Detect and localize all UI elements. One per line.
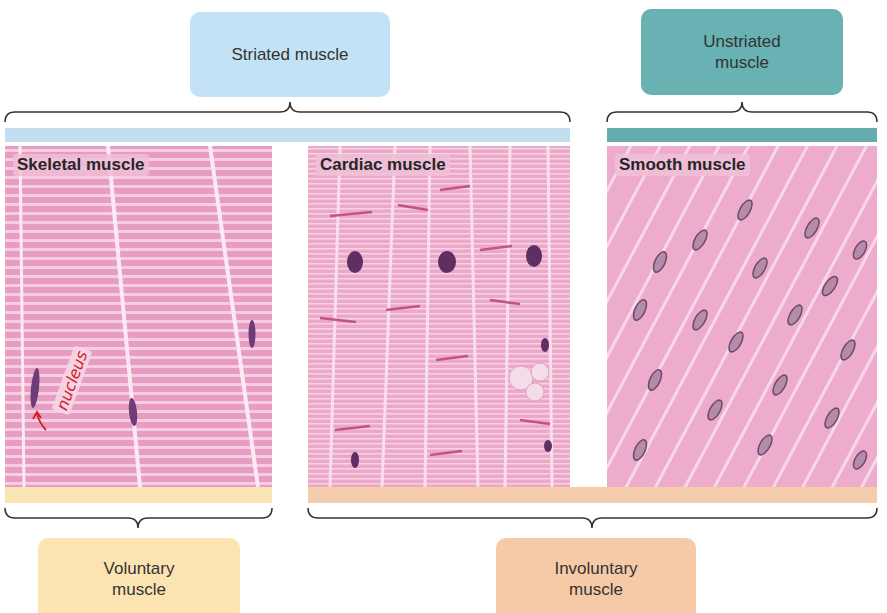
color-band <box>5 487 272 503</box>
category-box: Involuntary muscle <box>496 538 696 613</box>
box-label: Involuntary muscle <box>536 558 656 601</box>
panel-title: Smooth muscle <box>615 154 750 176</box>
category-box: Striated muscle <box>190 12 390 97</box>
category-box: Unstriated muscle <box>641 9 843 95</box>
box-label: Voluntary muscle <box>79 558 199 601</box>
box-label: Striated muscle <box>231 44 348 65</box>
cardiac-micrograph <box>308 146 570 487</box>
color-band <box>607 128 877 142</box>
panel-title: Skeletal muscle <box>13 154 149 176</box>
bracket <box>607 102 877 122</box>
micrograph-panel: Cardiac muscle <box>308 146 570 487</box>
micrograph-panel: Skeletal muscle <box>5 146 272 487</box>
skeletal-micrograph <box>5 146 272 487</box>
bracket <box>5 508 272 528</box>
annotation-label: nucleus <box>51 345 92 415</box>
box-label: Unstriated muscle <box>682 31 802 74</box>
micrograph-panel: Smooth muscle <box>607 146 877 487</box>
bracket <box>308 508 877 528</box>
panel-title: Cardiac muscle <box>316 154 450 176</box>
bracket <box>5 102 570 122</box>
color-band <box>5 128 570 142</box>
category-box: Voluntary muscle <box>38 538 240 613</box>
smooth-micrograph <box>607 146 877 487</box>
color-band <box>308 487 877 503</box>
